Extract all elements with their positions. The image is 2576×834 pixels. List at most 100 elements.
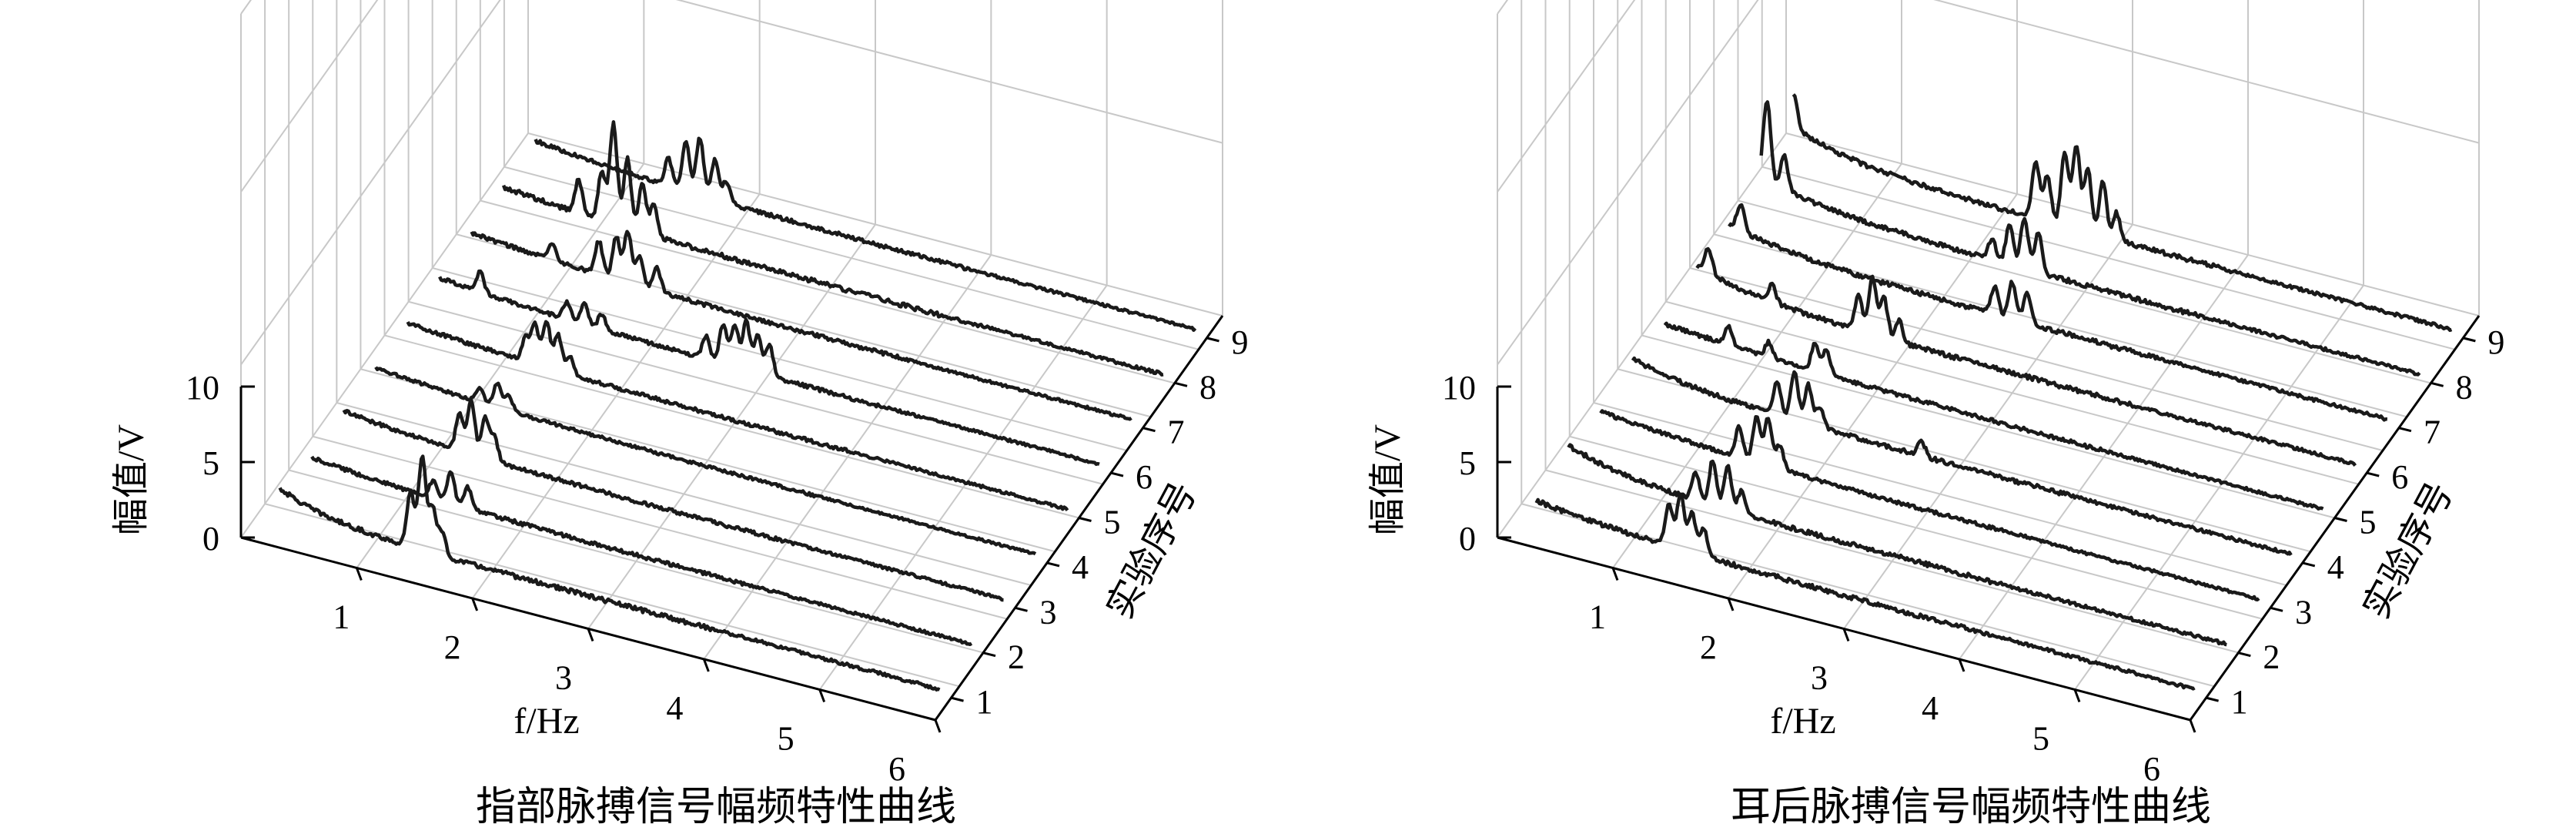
- series-line-5: [406, 320, 1069, 512]
- y-tick-label: 5: [2360, 504, 2377, 541]
- x-tick-mark: [1958, 658, 1965, 672]
- series-line-7: [470, 229, 1132, 421]
- y-tick-mark: [2430, 381, 2444, 387]
- y-tick-mark: [2463, 337, 2476, 343]
- z-tick-label: 5: [202, 444, 219, 482]
- z-tick-label: 5: [1459, 444, 1476, 482]
- grid-line-floor: [360, 368, 1055, 553]
- grid-line-floor: [1569, 435, 2263, 620]
- z-tick-label: 0: [1459, 520, 1476, 558]
- y-tick-label: 4: [1072, 548, 1089, 586]
- z-axis-label: 幅值/V: [111, 424, 152, 535]
- y-tick-label: 8: [1199, 368, 1216, 406]
- x-tick-label: 6: [2143, 750, 2160, 788]
- grid-line-floor: [432, 267, 1127, 451]
- x-tick-mark: [587, 628, 594, 642]
- x-tick-label: 3: [1811, 659, 1828, 697]
- grid-line-left-wall: [1497, 0, 1759, 366]
- y-axis-label: 实验序号: [1099, 476, 1205, 625]
- z-tick-label: 10: [186, 369, 219, 407]
- z-tick-label: 10: [1442, 369, 1476, 407]
- grid-line-floor: [1738, 199, 2431, 384]
- x-axis-label: f/Hz: [1770, 701, 1835, 742]
- x-tick-label: 5: [778, 720, 795, 758]
- y-tick-mark: [1142, 427, 1156, 433]
- y-tick-mark: [1079, 517, 1092, 522]
- grid-line-left-wall: [240, 0, 501, 366]
- grid-line-floor: [408, 300, 1103, 485]
- series-line-7: [1728, 203, 2388, 422]
- series-line-3: [1599, 409, 2260, 602]
- y-tick-mark: [2302, 561, 2316, 568]
- series-line-1: [1534, 492, 2196, 691]
- caption-ear-pulse: 耳后脉搏信号幅频特性曲线: [1730, 785, 2212, 829]
- y-tick-label: 1: [976, 683, 993, 721]
- y-tick-mark: [2206, 696, 2219, 702]
- x-tick-label: 1: [333, 598, 350, 636]
- series-line-2: [1567, 443, 2227, 647]
- grid-line-floor: [503, 166, 1199, 350]
- series-line-1: [278, 454, 941, 692]
- grid-line-floor: [264, 503, 960, 688]
- y-tick-mark: [951, 696, 964, 702]
- y-tick-label: 6: [1136, 458, 1153, 496]
- y-axis-label: 实验序号: [2356, 476, 2461, 625]
- series-line-5: [1663, 321, 2324, 511]
- y-tick-mark: [1046, 561, 1060, 568]
- y-tick-mark: [1110, 471, 1124, 477]
- grid-line-left-wall: [1497, 0, 1636, 193]
- x-tick-label: 6: [888, 750, 905, 788]
- x-tick-mark: [818, 688, 826, 703]
- y-tick-label: 7: [2424, 414, 2441, 451]
- y-tick-mark: [2398, 427, 2412, 433]
- grid-line-floor: [312, 435, 1008, 620]
- x-tick-mark: [1727, 598, 1735, 611]
- y-tick-label: 2: [1008, 638, 1025, 676]
- grid-line-floor: [480, 199, 1176, 384]
- y-tick-mark: [1206, 337, 1219, 343]
- x-tick-label: 3: [555, 659, 572, 697]
- y-tick-mark: [982, 651, 996, 658]
- caption-finger-pulse: 指部脉搏信号幅频特性曲线: [475, 785, 957, 829]
- grid-line-floor: [384, 334, 1079, 519]
- series-line-9: [1791, 93, 2453, 333]
- y-tick-mark: [1015, 606, 1028, 612]
- gridlines: [1497, 0, 2480, 721]
- y-tick-label: 1: [2231, 683, 2248, 721]
- x-tick-label: 2: [444, 628, 461, 666]
- x-tick-mark: [355, 567, 363, 581]
- x-tick-label: 1: [1589, 598, 1606, 636]
- series-line-9: [534, 136, 1197, 332]
- grid-line-floor: [1761, 166, 2456, 350]
- series-line-4: [374, 366, 1037, 556]
- series-line-4: [1631, 356, 2293, 557]
- grid-line-floor: [1665, 300, 2360, 485]
- x-tick-label: 2: [1700, 628, 1717, 666]
- y-tick-mark: [2237, 651, 2251, 658]
- z-axis-label: 幅值/V: [1367, 424, 1408, 535]
- y-tick-label: 3: [2295, 593, 2312, 631]
- grid-line-floor: [1641, 334, 2335, 519]
- y-tick-label: 3: [1040, 593, 1057, 631]
- grid-line-back-wall: [1933, 0, 2480, 144]
- x-tick-mark: [702, 658, 710, 672]
- y-tick-mark: [2270, 606, 2283, 612]
- grid-line-floor: [527, 132, 1223, 317]
- y-tick-mark: [2366, 471, 2380, 477]
- y-tick-mark: [2334, 517, 2347, 522]
- series-line-8: [1759, 100, 2421, 377]
- grid-line-floor: [336, 402, 1032, 586]
- x-tick-mark: [2189, 719, 2196, 733]
- z-tick-label: 0: [202, 520, 219, 558]
- grid-line-floor: [1593, 402, 2287, 586]
- y-tick-mark: [1174, 381, 1188, 387]
- x-tick-label: 5: [2032, 720, 2049, 758]
- y-tick-label: 6: [2391, 458, 2408, 496]
- series-line-3: [342, 397, 1004, 602]
- grid-line-floor: [1689, 267, 2384, 451]
- x-tick-label: 4: [666, 689, 683, 727]
- x-tick-mark: [1842, 628, 1850, 642]
- grid-line-back-wall: [675, 0, 1223, 144]
